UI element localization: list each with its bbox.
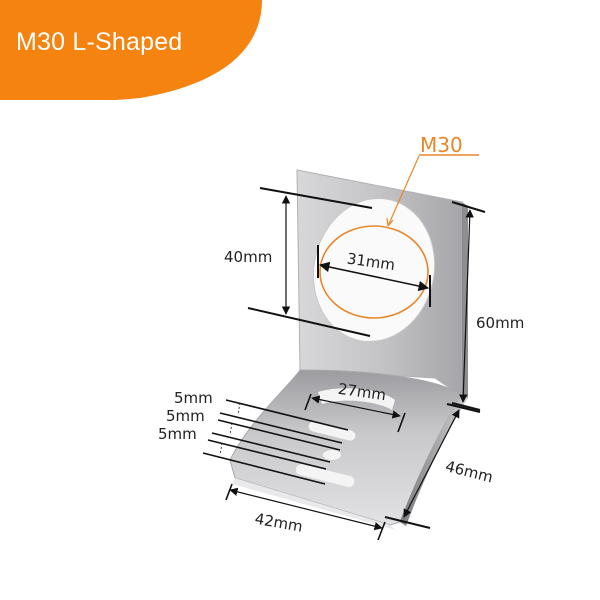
banner-title: M30 L-Shaped <box>16 28 183 56</box>
svg-text:60mm: 60mm <box>476 314 524 332</box>
svg-text:46mm: 46mm <box>444 457 495 486</box>
svg-text:5mm: 5mm <box>174 389 213 407</box>
title-banner <box>0 0 262 100</box>
dim-slot-gaps: 5mm 5mm 5mm <box>158 389 349 485</box>
m30-label: M30 <box>420 133 463 157</box>
svg-text:5mm: 5mm <box>158 425 197 443</box>
dim-height: 60mm <box>451 201 524 411</box>
dim-hole-span: 40mm <box>224 187 373 337</box>
vertical-plate <box>296 169 468 398</box>
svg-text:40mm: 40mm <box>224 248 272 266</box>
svg-text:42mm: 42mm <box>253 510 304 536</box>
svg-text:5mm: 5mm <box>166 407 205 425</box>
